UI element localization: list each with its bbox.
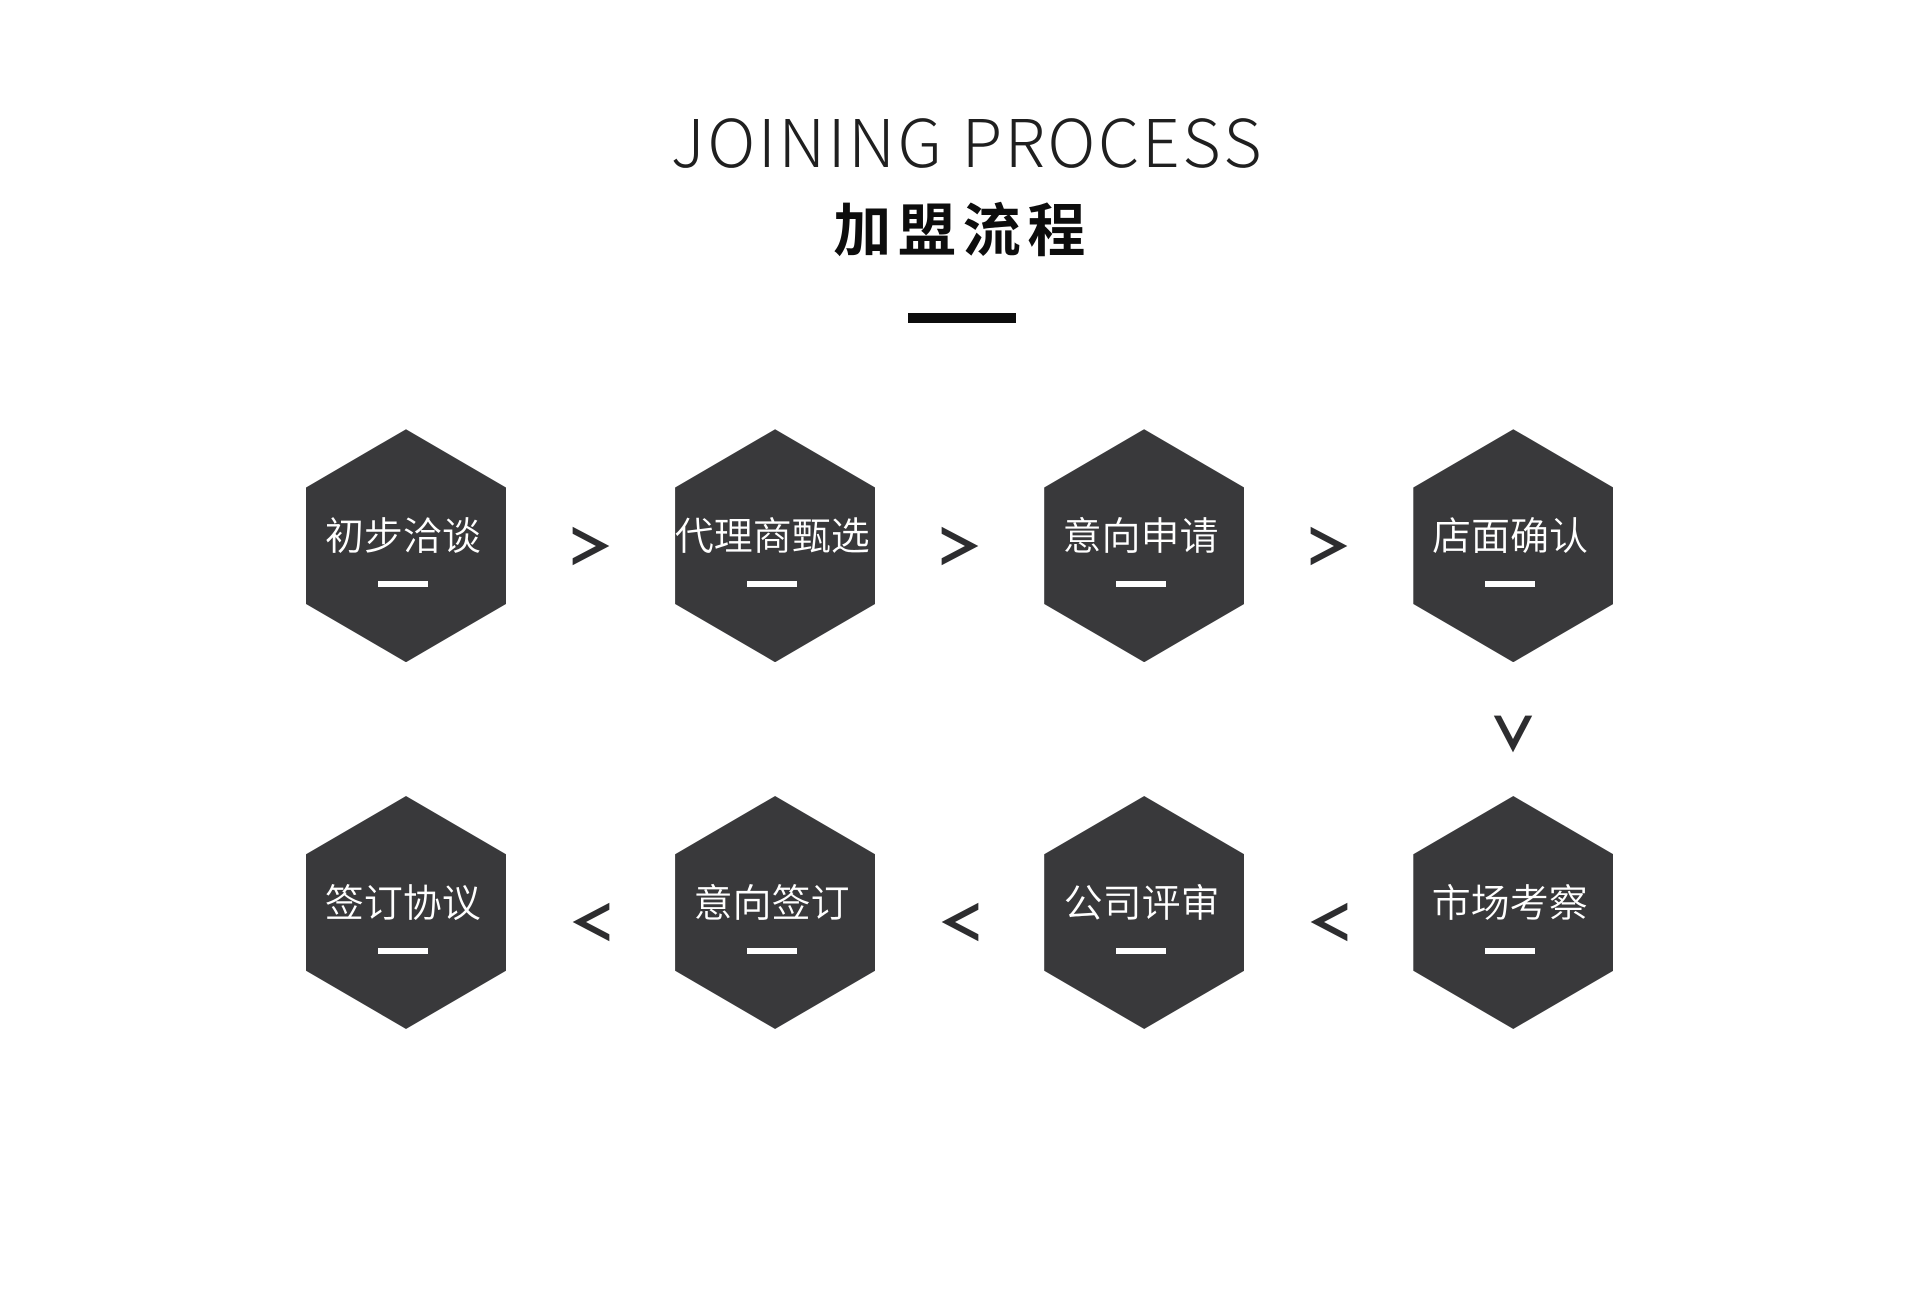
arrow-5-6-left-icon-symbol: < <box>0 0 1 1</box>
step-label-glyphs <box>1433 517 1588 554</box>
step-label <box>326 517 480 554</box>
arrow-4-5-down-icon-symbol: v <box>0 0 1 1</box>
step-hexagon-7: 意向签订 <box>675 796 876 1029</box>
arrow-7-8-left-icon-symbol: < <box>0 0 1 1</box>
arrow-5-6-left-icon <box>1310 902 1348 941</box>
arrow-1-2-right-icon <box>572 527 609 566</box>
step-underline <box>378 947 428 954</box>
step-hexagon-8: 签订协议 <box>306 796 506 1029</box>
step-underline <box>1485 580 1536 587</box>
arrow-3-4-right-icon-symbol: > <box>0 0 1 1</box>
arrow-6-7-left-icon <box>941 902 979 941</box>
chevron-shape <box>1494 715 1533 752</box>
step-underline <box>1116 947 1167 954</box>
step-label-glyphs <box>696 883 849 920</box>
chevron-shape <box>1310 902 1348 941</box>
arrow-3-4-right-icon <box>1310 527 1348 566</box>
step-label <box>675 517 869 554</box>
step-label-glyphs <box>1065 883 1217 920</box>
page-subtitle-text: 加盟流程 <box>0 0 1 1</box>
step-label <box>1065 883 1217 920</box>
step-label <box>1433 517 1588 554</box>
page-title-text: JOINING PROCESS <box>0 0 1 1</box>
step-label-glyphs <box>326 517 480 554</box>
page-title-glyphs <box>673 118 1259 168</box>
step-label-text: 市场考察 <box>1413 796 1414 797</box>
chevron-shape <box>1310 527 1348 566</box>
chevron-shape <box>572 527 609 566</box>
step-label <box>1434 883 1587 920</box>
step-hexagon-5: 市场考察 <box>1413 796 1614 1029</box>
step-label-text: 店面确认 <box>1413 429 1414 430</box>
arrow-1-2-right-icon-symbol: > <box>0 0 1 1</box>
arrow-7-8-left-icon <box>572 902 609 941</box>
page-title-art <box>673 118 1259 168</box>
step-label-text: 代理商甄选 <box>675 429 676 430</box>
step-hexagon-4: 店面确认 <box>1413 429 1614 663</box>
step-hexagon-6: 公司评审 <box>1044 796 1245 1029</box>
step-label-glyphs <box>326 883 480 921</box>
arrow-2-3-right-icon-symbol: > <box>0 0 1 1</box>
step-label <box>696 883 849 920</box>
chevron-shape <box>572 902 609 941</box>
step-hexagon-2: 代理商甄选 <box>675 429 876 663</box>
page-subtitle-art <box>833 201 1084 257</box>
step-label <box>326 883 480 921</box>
step-label <box>1065 517 1218 554</box>
step-label-glyphs <box>1434 883 1587 920</box>
arrow-4-5-down-icon <box>1494 715 1533 752</box>
step-label-text: 公司评审 <box>1044 796 1045 797</box>
arrow-6-7-left-icon-symbol: < <box>0 0 1 1</box>
step-label-text: 意向申请 <box>1044 429 1045 430</box>
step-label-text: 签订协议 <box>306 796 307 797</box>
step-underline <box>378 580 428 587</box>
step-underline <box>747 580 798 587</box>
step-label-text: 意向签订 <box>675 796 676 797</box>
title-divider-bar <box>908 313 1016 323</box>
step-hexagon-3: 意向申请 <box>1044 429 1245 663</box>
step-label-text: 初步洽谈 <box>306 429 307 430</box>
step-hexagon-1: 初步洽谈 <box>306 429 506 663</box>
step-underline <box>747 947 798 954</box>
chevron-shape <box>941 527 979 566</box>
step-label-glyphs <box>675 517 869 554</box>
arrow-2-3-right-icon <box>941 527 979 566</box>
step-label-glyphs <box>1065 517 1218 554</box>
page-subtitle-glyphs <box>833 201 1084 257</box>
step-underline <box>1116 580 1167 587</box>
chevron-shape <box>941 902 979 941</box>
step-underline <box>1485 947 1536 954</box>
